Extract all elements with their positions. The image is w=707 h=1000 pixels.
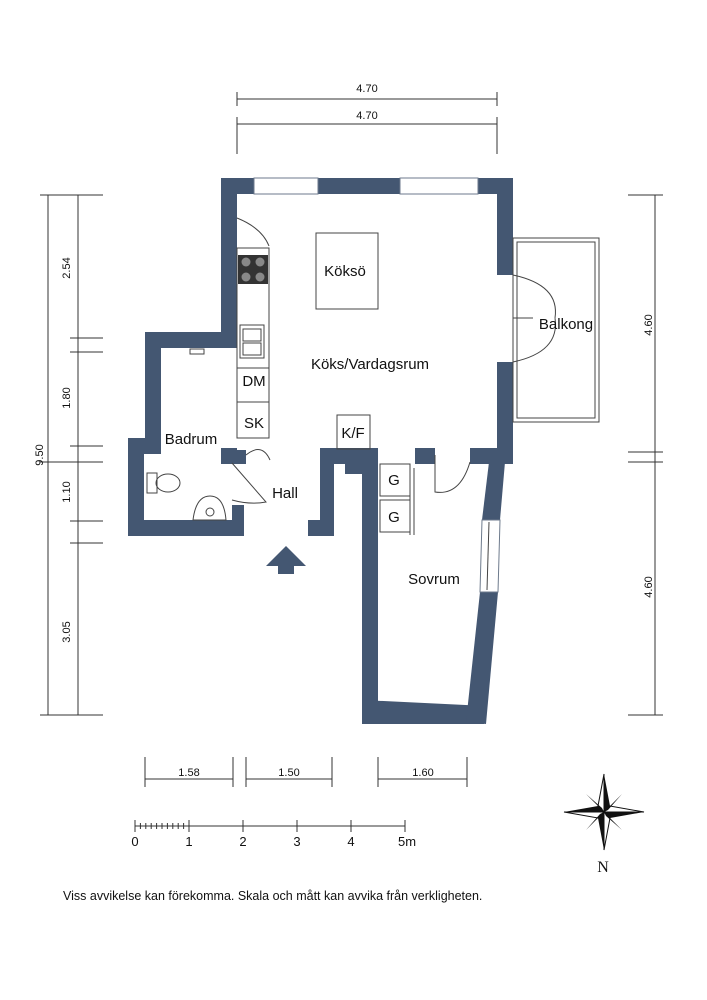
compass-rose-icon — [563, 773, 645, 851]
label-kf: K/F — [341, 425, 364, 442]
radiator-icon — [189, 348, 205, 355]
room-label-balkong: Balkong — [539, 316, 593, 333]
walls — [128, 178, 513, 724]
entry-arrow-icon — [266, 546, 306, 574]
footer-note: Viss avvikelse kan förekomma. Skala och … — [63, 889, 483, 903]
dim-top-outer: 4.70 — [356, 83, 377, 95]
room-label-koksö: Köksö — [324, 263, 366, 280]
room-label-sovrum: Sovrum — [408, 571, 460, 588]
label-sk: SK — [244, 415, 264, 432]
room-label-badrum: Badrum — [165, 431, 218, 448]
kitchen-island — [315, 232, 379, 310]
hall-door — [245, 449, 271, 461]
kitchen-counter — [236, 217, 270, 439]
scale-tick-1: 1 — [185, 834, 192, 849]
dim-left-total: 9.50 — [34, 444, 46, 465]
room-label-hall: Hall — [272, 485, 298, 502]
windows — [253, 177, 501, 593]
dim-bottom-1: 1.58 — [178, 767, 199, 779]
balcony — [512, 237, 600, 423]
washbasin-icon — [192, 495, 227, 521]
toilet-icon — [146, 472, 181, 494]
dim-left-3: 1.10 — [61, 481, 73, 502]
scale-tick-5: 5m — [398, 834, 416, 849]
scale-tick-3: 3 — [293, 834, 300, 849]
dim-left-4: 3.05 — [61, 621, 73, 642]
dim-bottom-2: 1.50 — [278, 767, 299, 779]
dim-right-upper: 4.60 — [643, 314, 655, 335]
label-g-1: G — [388, 472, 400, 489]
fridge-freezer — [336, 414, 371, 450]
scale-tick-2: 2 — [239, 834, 246, 849]
dim-right-lower: 4.60 — [643, 576, 655, 597]
dim-left-2: 1.80 — [61, 387, 73, 408]
compass-label: N — [597, 859, 609, 876]
scale-bar — [134, 820, 406, 832]
dim-left-1: 2.54 — [61, 257, 73, 278]
room-label-kok-vardagsrum: Köks/Vardagsrum — [311, 356, 429, 373]
scale-tick-4: 4 — [347, 834, 354, 849]
bathroom-door — [231, 462, 267, 504]
dimension-lines — [40, 92, 663, 787]
label-g-2: G — [388, 509, 400, 526]
bedroom-door — [434, 455, 471, 493]
stove-icon — [238, 255, 268, 284]
scale-tick-0: 0 — [131, 834, 138, 849]
label-dm: DM — [242, 373, 265, 390]
sink-icon — [239, 324, 265, 359]
dim-bottom-3: 1.60 — [412, 767, 433, 779]
dim-top-inner: 4.70 — [356, 110, 377, 122]
